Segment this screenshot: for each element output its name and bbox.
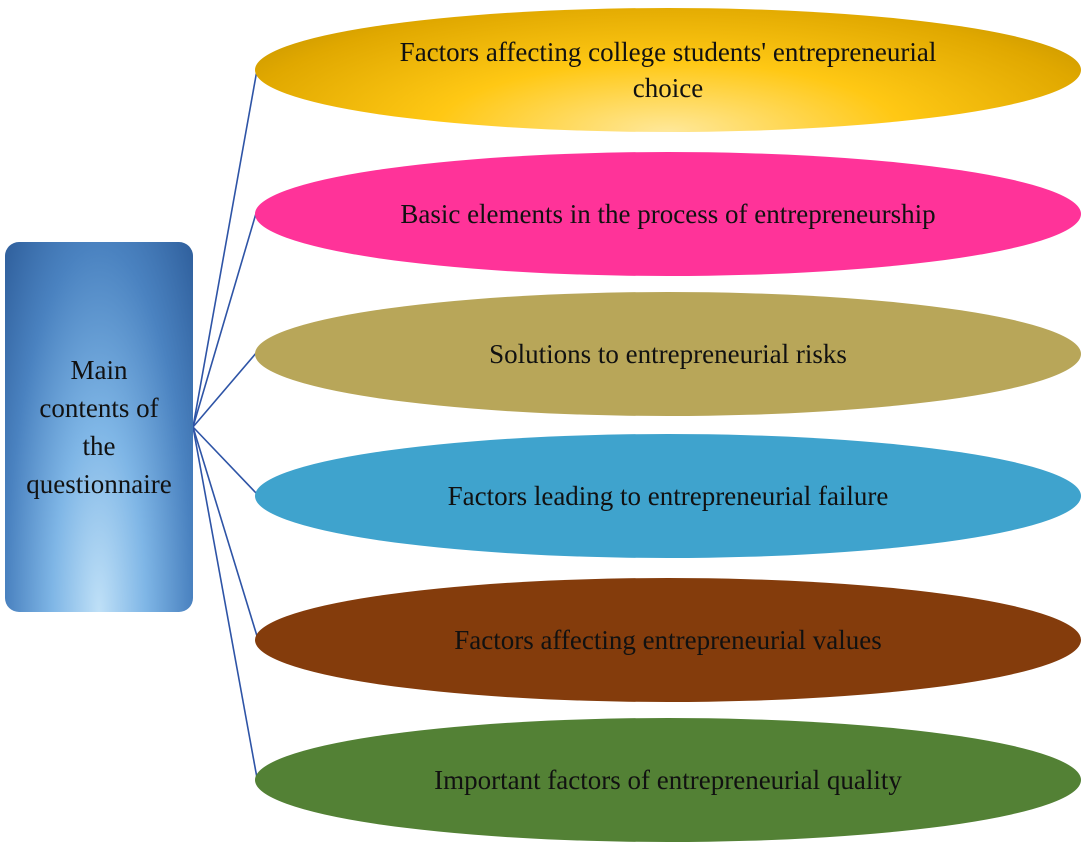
item-node-failure-factors: Factors leading to entrepreneurial failu… [255,434,1081,558]
item-label-line: Basic elements in the process of entrepr… [400,199,936,229]
root-label-line: contents of [39,393,159,423]
connector-item-2 [192,351,258,428]
connector-item-5 [192,426,258,779]
item-node-risk-solutions: Solutions to entrepreneurial risks [255,292,1081,416]
item-label-line: Important factors of entrepreneurial qua… [434,765,902,795]
root-node: Main contents of the questionnaire [5,242,193,612]
connector-item-3 [192,426,258,495]
item-label: Factors affecting college students' entr… [400,34,937,106]
root-label-line: Main [70,355,128,385]
item-node-quality-factors: Important factors of entrepreneurial qua… [255,718,1081,842]
root-label-line: the [82,431,116,461]
item-label-line: Factors affecting college students' entr… [399,37,937,67]
connector-item-4 [192,426,258,637]
item-label: Factors leading to entrepreneurial failu… [448,478,889,514]
item-label-line: Factors affecting entrepreneurial values [454,625,882,655]
item-label: Important factors of entrepreneurial qua… [434,762,902,798]
item-label: Factors affecting entrepreneurial values [454,622,882,658]
item-label-line: Solutions to entrepreneurial risks [489,339,847,369]
item-label: Basic elements in the process of entrepr… [400,196,935,232]
item-label-line: Factors leading to entrepreneurial failu… [447,481,889,511]
item-node-entrepreneurial-choice: Factors affecting college students' entr… [255,8,1081,132]
item-label-line: choice [632,73,704,103]
item-node-basic-elements: Basic elements in the process of entrepr… [255,152,1081,276]
connector-item-0 [192,69,258,428]
root-label-line: questionnaire [26,469,172,499]
root-label: Main contents of the questionnaire [18,351,179,503]
item-label: Solutions to entrepreneurial risks [489,336,847,372]
connector-item-1 [192,209,258,428]
item-node-values-factors: Factors affecting entrepreneurial values [255,578,1081,702]
